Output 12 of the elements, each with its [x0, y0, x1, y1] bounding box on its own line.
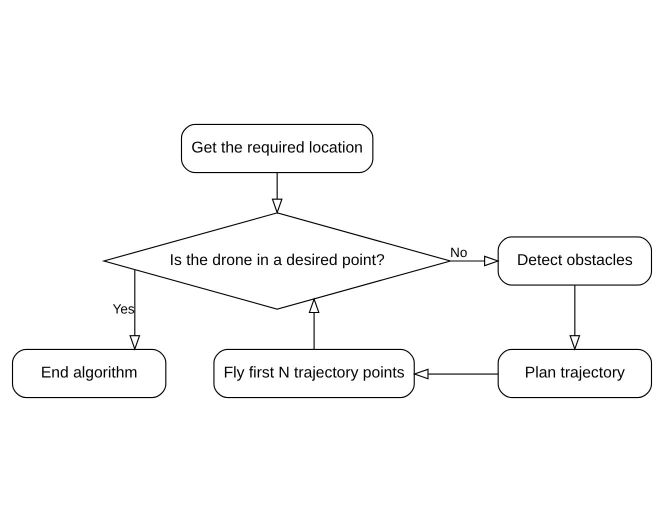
edge-label: No: [450, 245, 468, 260]
arrow: [450, 256, 500, 266]
node-box: End algorithm: [12, 348, 166, 398]
arrow: [272, 172, 283, 214]
arrow: [308, 297, 320, 350]
node-box: Plan trajectory: [498, 348, 652, 398]
node-box: Detect obstacles: [498, 236, 652, 286]
arrow: [412, 368, 498, 380]
arrow: [129, 270, 140, 351]
node-box: Get the required location: [180, 124, 374, 174]
arrow: [569, 285, 580, 351]
node-box: Fly first N trajectory points: [213, 348, 415, 398]
